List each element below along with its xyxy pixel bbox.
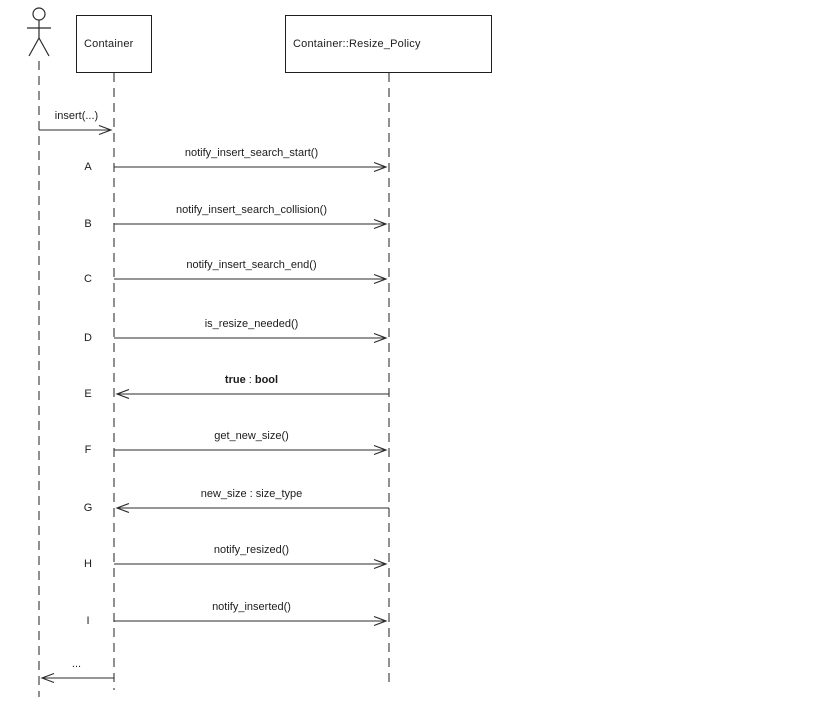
message-label-a: notify_insert_search_start() bbox=[184, 147, 319, 159]
actor-head bbox=[32, 7, 46, 21]
return-value: true bbox=[224, 374, 246, 386]
step-letter-h: H bbox=[84, 558, 92, 570]
message-label-i: notify_inserted() bbox=[212, 601, 291, 613]
message-label-insert: insert(...) bbox=[54, 110, 99, 122]
message-label-e: true : bool bbox=[114, 372, 389, 388]
actor-leg-left bbox=[28, 37, 40, 57]
actor-icon bbox=[27, 7, 51, 57]
message-label-ellipsis: ... bbox=[71, 658, 82, 670]
step-letter-c: C bbox=[84, 273, 92, 285]
step-letter-f: F bbox=[84, 444, 92, 456]
step-letter-b: B bbox=[84, 218, 92, 230]
step-letter-i: I bbox=[86, 615, 90, 627]
step-letter-a: A bbox=[84, 161, 92, 173]
step-letter-d: D bbox=[84, 332, 92, 344]
participant-label-resize-policy: Container::Resize_Policy bbox=[293, 38, 421, 50]
step-letter-g: G bbox=[83, 502, 93, 514]
step-letter-e: E bbox=[84, 388, 92, 400]
message-label-b: notify_insert_search_collision() bbox=[175, 204, 327, 216]
participant-box-resize-policy: Container::Resize_Policy bbox=[285, 15, 492, 73]
actor-leg-right bbox=[38, 37, 50, 57]
message-label-c: notify_insert_search_end() bbox=[186, 259, 317, 271]
message-label-d: is_resize_needed() bbox=[204, 318, 299, 330]
participant-label-container: Container bbox=[84, 38, 134, 50]
participant-box-container: Container bbox=[76, 15, 152, 73]
return-type: bool bbox=[254, 374, 279, 386]
message-label-g: new_size : size_type bbox=[200, 488, 303, 500]
message-label-h: notify_resized() bbox=[213, 544, 290, 556]
return-separator: : bbox=[245, 374, 255, 386]
message-label-f: get_new_size() bbox=[214, 430, 289, 442]
